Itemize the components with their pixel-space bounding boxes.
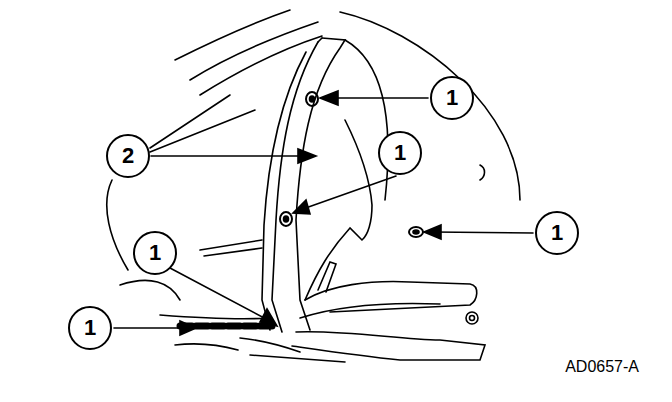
- callout-number: 1: [394, 142, 406, 164]
- callout-circle: 1: [378, 131, 422, 175]
- callout-circle: 1: [68, 306, 112, 350]
- callout-circle: 1: [133, 231, 177, 275]
- callout-circle: 1: [535, 211, 579, 255]
- callout-number: 1: [446, 87, 458, 109]
- callout-number: 1: [149, 242, 161, 264]
- callout-number: 1: [84, 317, 96, 339]
- callout-circle: 1: [430, 76, 474, 120]
- figure-number: AD0657-A: [564, 358, 640, 376]
- callout-number: 2: [122, 145, 134, 167]
- callout-circle: 2: [106, 134, 150, 178]
- callout-number: 1: [551, 222, 563, 244]
